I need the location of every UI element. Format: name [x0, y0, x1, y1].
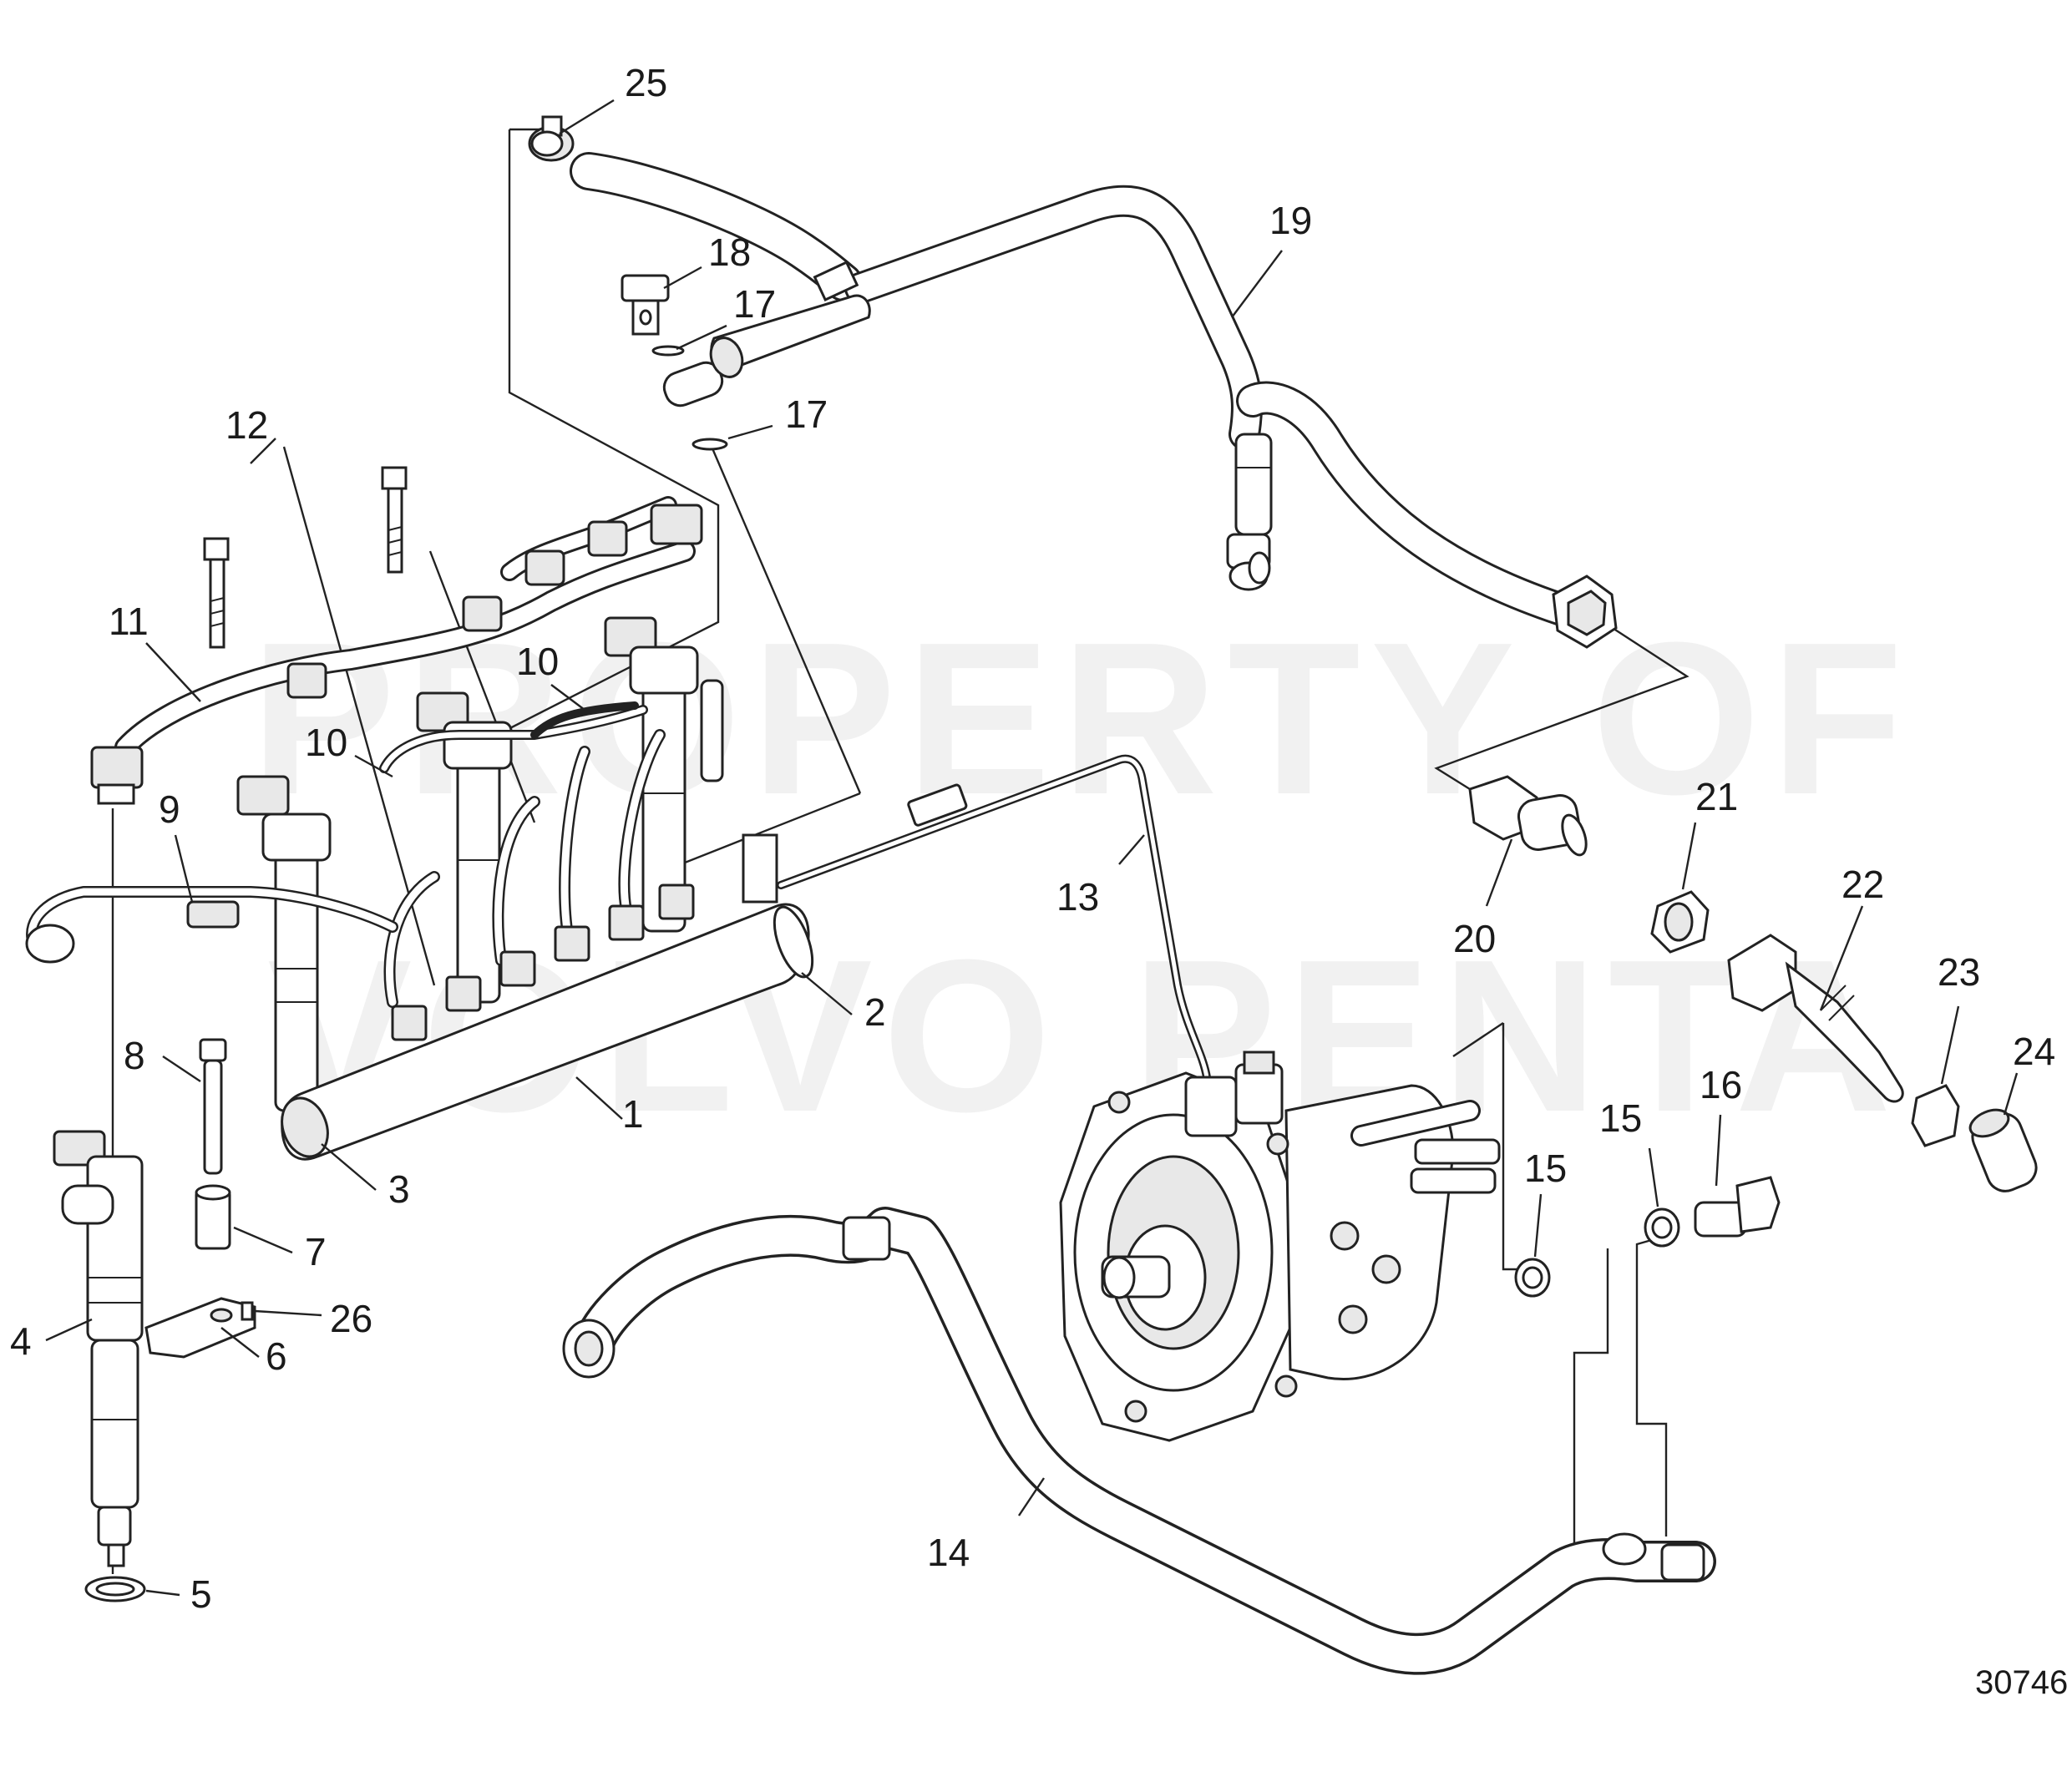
figure-id: 30746	[1975, 1664, 2068, 1701]
banjo-bolt-18	[621, 274, 670, 336]
fitting-20	[1468, 775, 1588, 857]
callout-18: 18	[708, 230, 751, 274]
callout-15-right: 15	[1599, 1096, 1642, 1140]
callout-11: 11	[109, 600, 149, 643]
callout-20: 20	[1453, 917, 1496, 960]
callout-2: 2	[864, 990, 886, 1034]
callout-1: 1	[622, 1092, 644, 1136]
washer-15-a	[1514, 1258, 1551, 1298]
callout-19: 19	[1269, 199, 1312, 242]
callout-25: 25	[625, 61, 667, 104]
leak-off-pipe-10	[379, 701, 648, 773]
fuel-line-14	[562, 1207, 1716, 1675]
injector-assembly-right	[604, 616, 724, 933]
high-pressure-pump	[1059, 1051, 1501, 1442]
fuel-return-hose-19	[528, 115, 1618, 649]
stud-8	[199, 1038, 227, 1175]
callout-22: 22	[1841, 863, 1884, 906]
sleeve-7	[195, 1184, 231, 1250]
callouts: 1 2 3 4 5 6 7 8 9 10 10 11 12 13 14 15 1…	[10, 61, 2055, 1616]
washer-15-b	[1644, 1207, 1680, 1248]
cap-24	[1968, 1108, 2038, 1192]
callout-13: 13	[1056, 875, 1099, 919]
callout-17-upper: 17	[733, 282, 776, 326]
callout-3: 3	[388, 1167, 410, 1211]
callout-15-left: 15	[1524, 1147, 1567, 1190]
leader-lines	[111, 128, 1690, 1574]
bolt-26	[241, 1301, 254, 1321]
clamp-25	[530, 130, 564, 157]
return-pipe-9	[25, 886, 398, 964]
callout-5: 5	[190, 1572, 212, 1616]
callout-17-lower: 17	[785, 392, 828, 436]
callout-26: 26	[330, 1297, 372, 1340]
nut-21	[1650, 890, 1710, 954]
callout-8: 8	[124, 1034, 145, 1077]
bolt-12-left	[203, 537, 230, 649]
bolt-12-right	[381, 466, 408, 574]
fitting-22	[1727, 934, 1904, 1103]
fuel-rail-1	[281, 729, 814, 1161]
callout-23: 23	[1938, 950, 1980, 994]
wiring-harness-11	[90, 496, 703, 805]
injector-4	[53, 1130, 144, 1567]
callout-12: 12	[225, 403, 268, 447]
plug-16	[1694, 1176, 1781, 1238]
callout-24: 24	[2013, 1030, 2055, 1073]
callout-21: 21	[1695, 775, 1738, 818]
washer-17-upper	[651, 345, 685, 357]
callout-9: 9	[159, 787, 180, 831]
clamp-6	[144, 1297, 256, 1359]
callout-10-lower: 10	[305, 721, 347, 764]
callout-4: 4	[10, 1319, 32, 1363]
callout-14: 14	[927, 1531, 970, 1574]
callout-6: 6	[266, 1334, 287, 1378]
sealing-washer-5	[84, 1576, 146, 1602]
callout-leaders	[45, 99, 2019, 1597]
pressure-line-13	[777, 754, 1211, 1081]
washer-17-lower	[692, 438, 728, 451]
callout-16: 16	[1700, 1063, 1742, 1106]
callout-10-upper: 10	[516, 640, 559, 683]
callout-7: 7	[305, 1230, 327, 1273]
nut-23	[1911, 1084, 1960, 1147]
